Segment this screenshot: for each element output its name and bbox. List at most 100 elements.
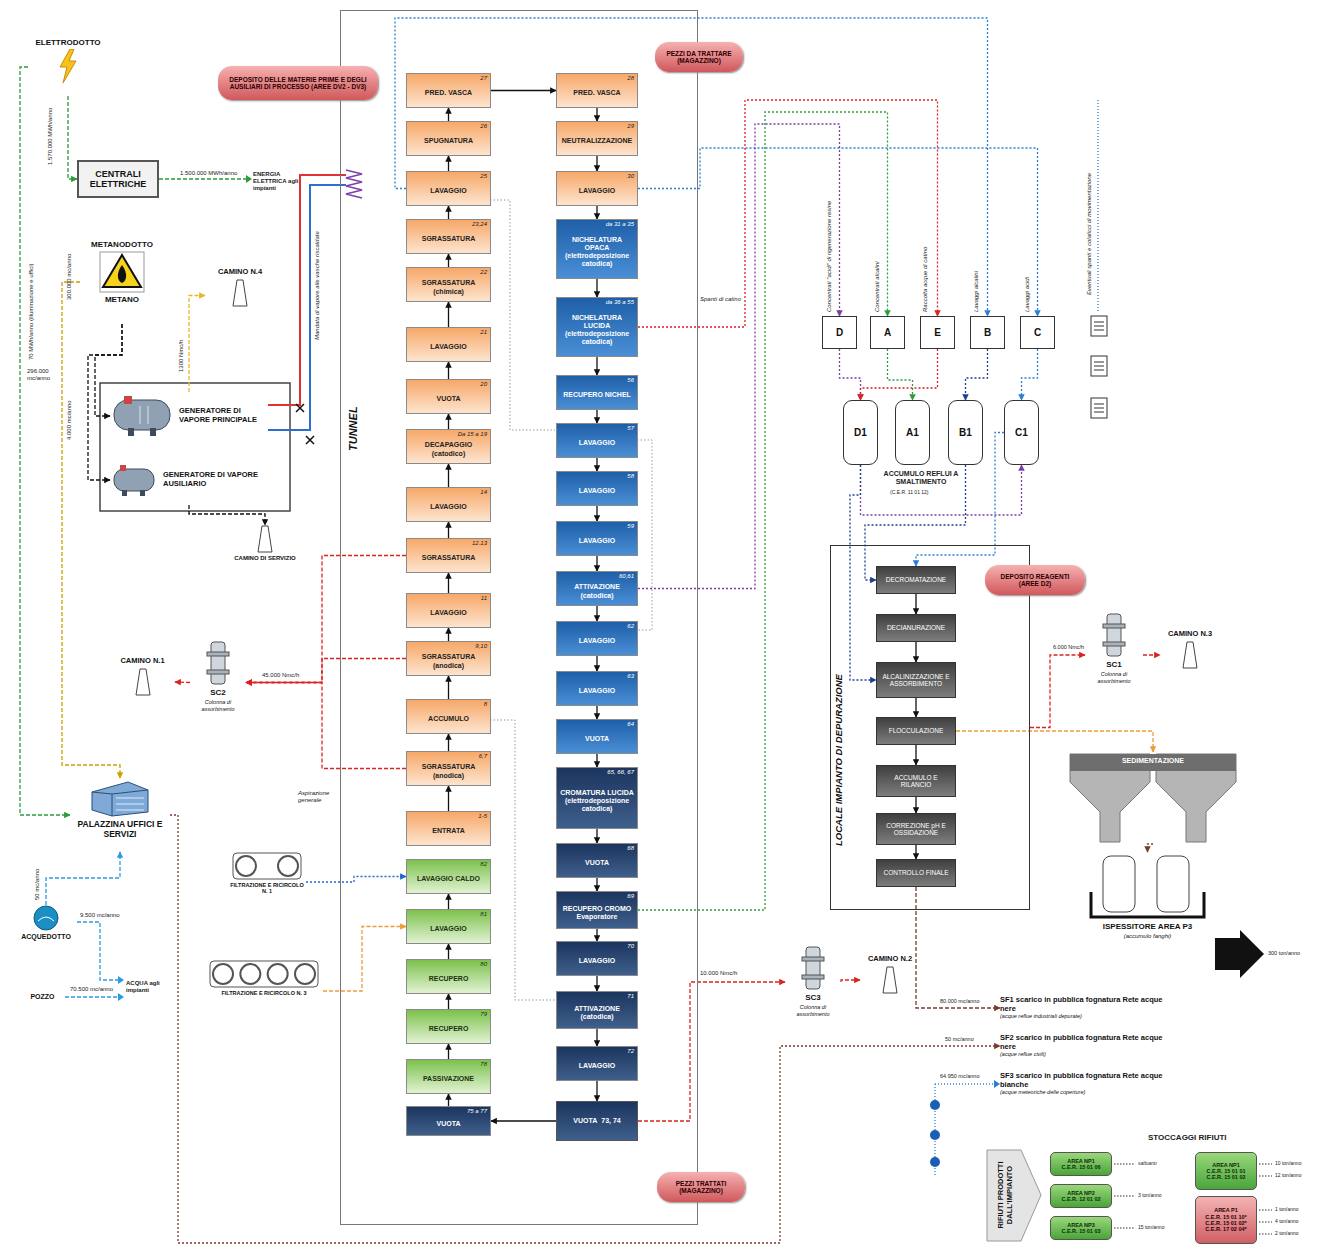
node-text: 82 (480, 861, 487, 868)
annotation-label: 300 ton/anno (1268, 950, 1300, 956)
annotation-label: 64.950 mc/anno (940, 1073, 979, 1079)
flow-connector (448, 676, 449, 699)
node-text: C.E.R. 15 01 03 (1061, 1228, 1100, 1234)
node-text: da 36 a 55 (606, 299, 634, 306)
icon (1180, 641, 1200, 669)
flow-connector (596, 458, 597, 471)
node-text: SC1 (1106, 660, 1122, 669)
node-text: C.E.R. 15 01 02* (1205, 1220, 1246, 1226)
node-text: CAMINO N.2 (868, 955, 912, 964)
node-text: 75 a 77 (467, 1108, 487, 1115)
treatment-area: LOCALE IMPIANTO DI DEPURAZIONEDECROMATAZ… (830, 545, 1030, 910)
drawing-part (1183, 642, 1197, 668)
drawing-part (233, 280, 247, 306)
flow-connector (596, 156, 597, 171)
node-text: AREA P1 (1214, 1207, 1238, 1213)
node-text: 29 (627, 123, 634, 130)
icon (1085, 852, 1210, 920)
process-tank: 26SPUGNATURA (406, 121, 491, 156)
node-text: CENTRALI ELETTRICHE (81, 169, 155, 190)
node-text: ATTIVAZIONE (catodica) (559, 1005, 635, 1021)
drawing-part (296, 404, 314, 444)
flow-connector (448, 944, 449, 959)
process-tank: 30LAVAGGIO (556, 171, 638, 206)
tunnel-area: TUNNEL27PRED. VASCA26SPUGNATURA25LAVAGGI… (340, 10, 698, 1225)
flow-connector (915, 745, 916, 765)
storage-tag: PEZZI DA TRATTARE (MAGAZZINO) (655, 42, 743, 72)
node-text: 71 (627, 993, 634, 1000)
flow-connector (966, 349, 988, 400)
drawing-part (207, 652, 229, 656)
collector-box: E (920, 316, 955, 349)
node-text: 30 (627, 173, 634, 180)
process-tank: 9,10SGRASSATURA (anodica) (406, 641, 491, 676)
node-text: LAVAGGIO (430, 503, 466, 511)
drawing-part (118, 265, 126, 283)
node-text: ACQUEDOTTO (21, 933, 71, 941)
waste-area: AREA P1C.E.R. 15 01 10*C.E.R. 15 01 02*C… (1195, 1196, 1257, 1244)
flow-connector (448, 628, 449, 641)
treatment-step: ACCUMULO E RILANCIO (876, 765, 956, 797)
flow-connector (448, 108, 449, 121)
flow-connector (596, 206, 597, 219)
process-tank: 22SGRASSATURA (chimica) (406, 267, 491, 302)
drawing-part (213, 964, 233, 984)
drawing-part (930, 1130, 940, 1140)
node-text: RECUPERO (429, 1025, 469, 1033)
node-text: LAVAGGIO (579, 687, 615, 695)
node-text: VUOTA (437, 395, 461, 403)
node-text: C1 (1015, 427, 1028, 439)
node-text: SF3 scarico in pubblica fognatura Rete a… (1000, 1072, 1170, 1089)
annotation-label: Aspirazione generale (298, 790, 342, 804)
process-tank: 25LAVAGGIO (406, 171, 491, 206)
annotation-label: 300.000 mc/anno (66, 254, 73, 300)
flow-connector (448, 894, 449, 909)
annotation-label: 1 ton/anno (1275, 1207, 1299, 1213)
node-text: ENTRATA (432, 827, 464, 835)
node-text: VUOTA (573, 1117, 597, 1125)
node-text: 73, 74 (601, 1117, 620, 1125)
drawing-part (128, 428, 134, 436)
node-text: CAMINO N.1 (120, 657, 164, 666)
flow-connector (596, 1029, 597, 1046)
drawing-part (100, 252, 144, 292)
flow-connector (1022, 349, 1038, 400)
annotation-label: 6.000 Nmc/h (1053, 644, 1084, 650)
drawing-part (246, 175, 252, 183)
icon (88, 778, 152, 818)
node-text: VUOTA (437, 1120, 461, 1128)
node-text: PRED. VASCA (425, 89, 472, 97)
process-tank: VUOTA 73, 74 (556, 1101, 638, 1141)
icon (232, 852, 302, 880)
annotation-label: 80.000 mc/anno (940, 998, 979, 1004)
node-text: 56 (627, 377, 634, 384)
annotation-label: 3 ton/anno (1138, 1193, 1162, 1199)
node-text: ACCUMULO (428, 715, 469, 723)
annotation-label: 12 ton/anno (1275, 1173, 1301, 1179)
drawing-part (802, 957, 824, 961)
node-text: PRED. VASCA (573, 89, 620, 97)
annotation-label: Eventuali spanti e colaticci di moviment… (1086, 173, 1093, 295)
annotation-label: (C.E.R. 11 01 12) (890, 490, 929, 496)
node-text: SGRASSATURA (422, 554, 476, 562)
discharge-point: SF3 scarico in pubblica fognatura Rete a… (1000, 1066, 1170, 1102)
flow-connector (62, 282, 120, 778)
icon (1068, 752, 1238, 844)
flow-connector (596, 606, 597, 621)
drawing-part (1103, 624, 1125, 628)
node-text: AREA NP1 (1067, 1158, 1095, 1164)
process-tank: 1-5ENTRATA (406, 811, 491, 846)
process-tank: 75 a 77 VUOTA (406, 1106, 491, 1136)
node-text: LAVAGGIO (579, 187, 615, 195)
flow-connector (1148, 844, 1154, 852)
annotation-label: ACCUMULO REFLUI A SMALTIMENTO (882, 470, 960, 486)
flow-connector (246, 659, 406, 683)
flow-connector (638, 982, 785, 1121)
flow-connector (448, 362, 449, 379)
node-text: C.E.R. 17 02 04* (1205, 1226, 1246, 1232)
node-text: METANODOTTO (91, 240, 153, 249)
chimney: CAMINO N.3 (1160, 630, 1220, 680)
flow-connector (638, 112, 888, 910)
node-text: GENERATORE DI VAPORE PRINCIPALE (179, 407, 268, 424)
node-text: 69 (627, 893, 634, 900)
